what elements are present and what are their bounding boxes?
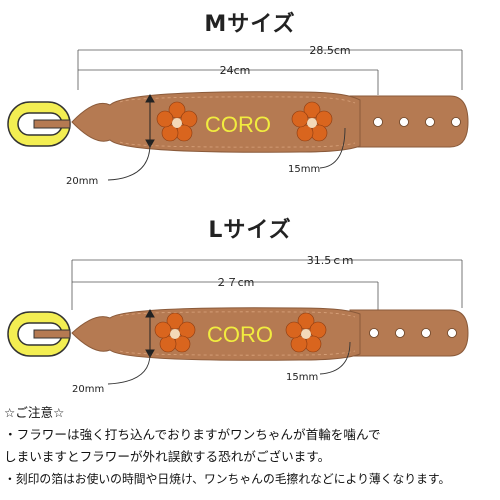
m-buckle-bar (33, 119, 71, 129)
l-strap-stitching (119, 311, 356, 356)
m-strap-body (71, 91, 361, 153)
l-inner-length-label: ２７cm (216, 276, 255, 289)
m-flower-right-icon (291, 101, 333, 142)
m-engraving-text: CORO (205, 112, 271, 137)
m-width-callout-line (107, 143, 151, 181)
l-hole-4 (447, 328, 457, 338)
l-flower-left-icon (154, 312, 196, 353)
l-flower-right-icon (285, 312, 327, 353)
l-strap-tongue (349, 309, 469, 357)
l-hole-2 (395, 328, 405, 338)
l-strap-body (71, 307, 361, 361)
m-tip-callout-line (319, 127, 346, 169)
l-hole-1 (369, 328, 379, 338)
m-size-title: Mサイズ (204, 12, 296, 37)
l-width-label: 20mm (72, 384, 104, 395)
m-width-label: 20mm (66, 176, 98, 187)
m-hole-1 (373, 117, 383, 127)
l-hole-3 (421, 328, 431, 338)
l-total-length-label: 31.5ｃｍ (307, 254, 354, 267)
l-tip-callout-line (319, 341, 351, 375)
m-total-length-label: 28.5cm (309, 44, 350, 57)
caution-heading: ☆ご注意☆ (4, 405, 65, 420)
m-hole-4 (451, 117, 461, 127)
caution-line-1: ・フラワーは強く打ち込んでおりますがワンちゃんが首輪を噛んで (4, 427, 381, 442)
l-width-callout-line (107, 353, 151, 385)
m-size-collar-diagram: 28.5cm 24cm (7, 44, 469, 187)
m-hole-3 (425, 117, 435, 127)
m-tip-label: 15mm (288, 164, 320, 175)
caution-notes: ☆ご注意☆ ・フラワーは強く打ち込んでおりますがワンちゃんが首輪を噛んで しまい… (4, 402, 498, 490)
m-inner-length-label: 24cm (220, 64, 251, 77)
caution-line-3: ・刻印の箔はお使いの時間や日焼け、ワンちゃんの毛擦れなどにより薄くなります。 (4, 472, 451, 486)
m-strap-tongue (349, 95, 469, 148)
l-size-collar-diagram: 31.5ｃｍ ２７cm C (7, 254, 469, 395)
m-hole-2 (399, 117, 409, 127)
l-tip-label: 15mm (286, 372, 318, 383)
m-strap-stitching (119, 96, 356, 148)
l-size-title: Lサイズ (208, 218, 292, 243)
m-flower-left-icon (156, 101, 198, 142)
l-engraving-text: CORO (207, 322, 273, 347)
caution-line-2: しまいますとフラワーが外れ誤飲する恐れがございます。 (4, 449, 331, 464)
l-buckle-bar (33, 329, 71, 339)
